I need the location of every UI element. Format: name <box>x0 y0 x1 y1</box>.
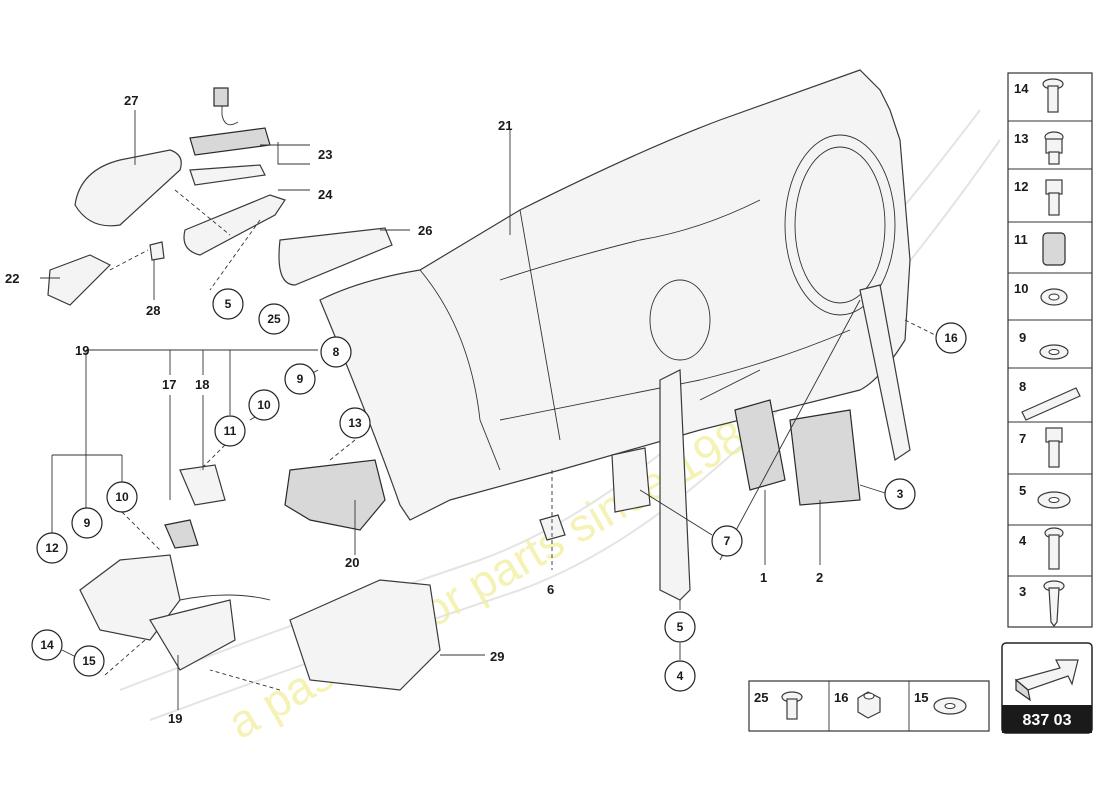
circle-callout-7: 7 <box>711 525 743 557</box>
bolt-4-icon <box>1044 527 1064 570</box>
bolt-12-icon <box>1045 179 1063 216</box>
circle-callout-25: 25 <box>258 303 290 335</box>
circle-callout-16: 16 <box>935 322 967 354</box>
latch-parts <box>79 459 441 691</box>
legend-item-5: 5 <box>1019 483 1026 498</box>
svg-text:10: 10 <box>257 398 271 412</box>
legend-item-10: 10 <box>1014 281 1028 296</box>
washer-9-icon <box>1039 344 1069 360</box>
circle-callout-11: 11 <box>214 415 246 447</box>
legend-item-15: 15 <box>914 690 928 705</box>
callout-19-bottom: 19 <box>168 711 182 726</box>
legend-item-9: 9 <box>1019 330 1026 345</box>
legend-item-4: 4 <box>1019 533 1027 548</box>
callout-18: 18 <box>195 377 209 392</box>
svg-text:12: 12 <box>45 541 59 555</box>
svg-text:13: 13 <box>348 416 362 430</box>
callout-29: 29 <box>490 649 504 664</box>
callout-22: 22 <box>5 271 19 286</box>
bolt-14-icon <box>1042 78 1064 113</box>
svg-text:9: 9 <box>84 516 91 530</box>
svg-text:9: 9 <box>297 372 304 386</box>
svg-text:8: 8 <box>333 345 340 359</box>
svg-text:7: 7 <box>724 534 731 548</box>
svg-text:4: 4 <box>677 669 684 683</box>
handle-parts <box>47 87 393 306</box>
washer-15-icon <box>933 697 967 715</box>
callout-17: 17 <box>162 377 176 392</box>
bolt-7-icon <box>1045 427 1063 468</box>
svg-text:15: 15 <box>82 654 96 668</box>
lock-washer-10-icon <box>1040 288 1068 306</box>
hardware-legend-bottom: 25 16 15 <box>748 680 990 732</box>
legend-item-11: 11 <box>1014 232 1028 247</box>
circle-callout-4: 4 <box>664 660 696 692</box>
legend-item-8: 8 <box>1019 379 1026 394</box>
svg-text:16: 16 <box>944 331 958 345</box>
figure-number: 837 03 <box>1023 712 1072 729</box>
circle-callout-12: 12 <box>36 532 68 564</box>
window-regulator <box>611 284 911 601</box>
washer-5-icon <box>1037 491 1071 509</box>
legend-item-12: 12 <box>1014 179 1028 194</box>
callout-1: 1 <box>760 570 767 585</box>
svg-text:10: 10 <box>115 490 129 504</box>
circle-callout-9-lower: 9 <box>71 507 103 539</box>
svg-text:14: 14 <box>40 638 54 652</box>
circle-callout-9-upper: 9 <box>284 363 316 395</box>
callout-labels: 27 23 24 26 22 28 21 19 17 18 20 29 19 6… <box>5 93 823 726</box>
bolt-8-icon <box>1021 387 1081 421</box>
callout-20: 20 <box>345 555 359 570</box>
svg-text:25: 25 <box>267 312 281 326</box>
legend-item-14: 14 <box>1014 81 1029 96</box>
legend-item-3: 3 <box>1019 584 1026 599</box>
legend-item-16: 16 <box>834 690 848 705</box>
circle-callout-10-lower: 10 <box>106 481 138 513</box>
callout-21: 21 <box>498 118 512 133</box>
circle-callout-8: 8 <box>320 336 352 368</box>
circle-callout-15: 15 <box>73 645 105 677</box>
svg-text:5: 5 <box>225 297 232 311</box>
bolt-25-icon <box>781 691 803 720</box>
nut-16-icon <box>857 691 881 719</box>
bushing-11-icon <box>1042 232 1066 266</box>
circle-callout-10-upper: 10 <box>248 389 280 421</box>
legend-item-13: 13 <box>1014 131 1028 146</box>
callout-24: 24 <box>318 187 333 202</box>
svg-text:3: 3 <box>897 487 904 501</box>
legend-item-7: 7 <box>1019 431 1026 446</box>
figure-number-box: 837 03 <box>1001 642 1093 734</box>
callout-28: 28 <box>146 303 160 318</box>
callout-6: 6 <box>547 582 554 597</box>
screw-3-icon <box>1043 580 1065 627</box>
circle-callout-14: 14 <box>31 629 63 661</box>
circle-callout-3: 3 <box>884 478 916 510</box>
arrow-icon <box>1014 659 1079 691</box>
svg-text:5: 5 <box>677 620 684 634</box>
grommet <box>539 514 566 541</box>
callout-2: 2 <box>816 570 823 585</box>
callout-23: 23 <box>318 147 332 162</box>
circle-callout-5-lower: 5 <box>664 611 696 643</box>
circle-callout-5-top: 5 <box>212 288 244 320</box>
bolt-13-icon <box>1044 131 1064 165</box>
legend-item-25: 25 <box>754 690 768 705</box>
callout-19-top: 19 <box>75 343 89 358</box>
circle-callout-13: 13 <box>339 407 371 439</box>
hardware-legend-right: 14 13 12 11 10 9 8 7 5 4 3 <box>1007 72 1093 628</box>
callout-27: 27 <box>124 93 138 108</box>
circled-callouts: 5 25 8 9 10 11 13 10 9 12 14 15 16 3 7 5… <box>31 288 967 692</box>
svg-text:11: 11 <box>224 424 237 438</box>
callout-26: 26 <box>418 223 432 238</box>
